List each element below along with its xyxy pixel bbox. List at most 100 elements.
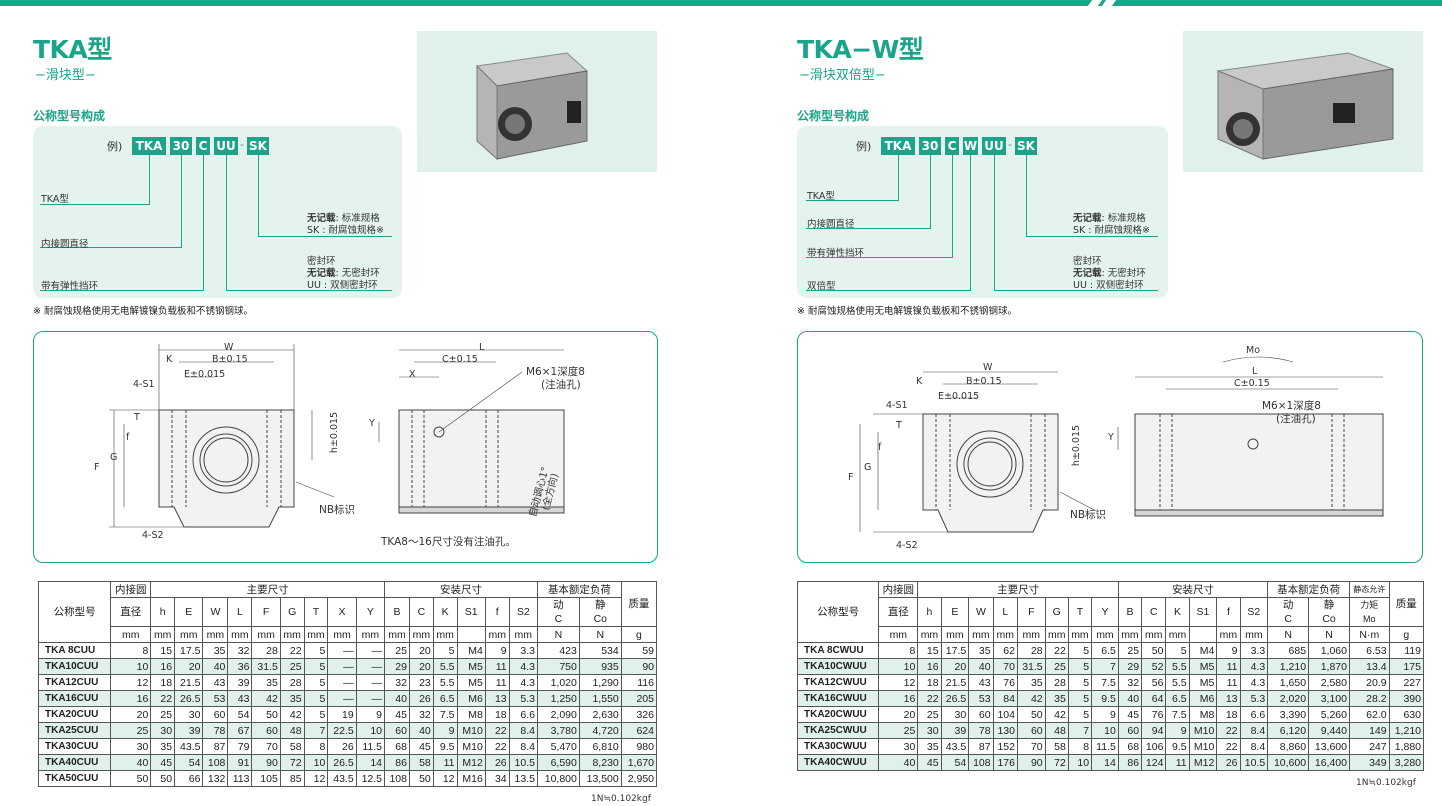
value-cell: 108	[968, 754, 994, 771]
note-standard: 无记载: 标准规格	[1073, 213, 1146, 224]
value-cell: 9	[1091, 706, 1119, 723]
value-cell: 52	[1141, 658, 1167, 675]
value-cell: 13.4	[1348, 658, 1390, 675]
value-cell: 8	[878, 642, 919, 659]
value-cell: 30	[110, 738, 152, 755]
table-header: G	[279, 597, 305, 627]
value-cell: 16,400	[1308, 754, 1350, 771]
value-cell: 10,600	[1267, 754, 1310, 771]
value-cell: 50	[408, 770, 434, 787]
table-header: K	[1165, 597, 1190, 627]
value-cell: 18	[917, 674, 942, 691]
note-uu: UU : 双侧密封环	[307, 280, 378, 291]
value-cell: 53	[202, 690, 229, 707]
value-cell: 94	[1141, 722, 1167, 739]
value-cell: 5	[1165, 642, 1190, 659]
value-cell: 72	[279, 754, 305, 771]
value-cell: 45	[150, 754, 176, 771]
value-cell: 8	[303, 738, 329, 755]
value-cell: 39	[174, 722, 204, 739]
value-cell: 3,280	[1388, 754, 1425, 771]
value-cell: 32	[227, 642, 253, 659]
value-cell: 60	[384, 722, 410, 739]
value-cell: 11	[1216, 674, 1241, 691]
value-cell: 36	[227, 658, 253, 675]
unit-cell: mm	[1067, 626, 1093, 643]
value-cell: 149	[1348, 722, 1390, 739]
value-cell: 9	[432, 722, 458, 739]
note-standard: 无记载: 标准规格	[307, 213, 380, 224]
value-cell: M4	[456, 642, 486, 659]
unit-cell: mm	[1091, 626, 1119, 643]
value-cell: 22	[150, 690, 176, 707]
value-cell: 5	[303, 674, 329, 691]
label-retaining-ring: 带有弹性挡环	[41, 281, 99, 292]
value-cell: 50	[1016, 706, 1046, 723]
unit-cell	[1188, 626, 1218, 643]
value-cell: 35	[1044, 690, 1069, 707]
value-cell: 68	[384, 738, 410, 755]
value-cell: 40	[1117, 690, 1143, 707]
value-cell: M5	[456, 674, 486, 691]
value-cell: 5.3	[508, 690, 538, 707]
unit-cell: N·m	[1348, 626, 1390, 643]
value-cell: M12	[456, 754, 486, 771]
value-cell: 13	[484, 690, 510, 707]
note-no-seal: 无记载: 无密封环	[1073, 268, 1146, 279]
value-cell: —	[355, 658, 386, 675]
value-cell: 11	[1165, 754, 1190, 771]
dimension-drawing: W B±0.15 K E±0.015 4-S1 T f F G h±0.015 …	[33, 331, 658, 563]
value-cell: 28.2	[1348, 690, 1390, 707]
note-seal-title: 密封环	[307, 256, 336, 267]
value-cell: 1,550	[578, 690, 622, 707]
value-cell: 90	[1016, 754, 1046, 771]
value-cell: 29	[384, 658, 410, 675]
value-cell: 10	[355, 722, 386, 739]
value-cell: 40	[202, 658, 229, 675]
value-cell: 60	[202, 706, 229, 723]
value-cell: 18	[484, 706, 510, 723]
value-cell: 91	[227, 754, 253, 771]
value-cell: 7	[303, 722, 329, 739]
value-cell: —	[327, 642, 357, 659]
table-header: K	[432, 597, 458, 627]
value-cell: 326	[620, 706, 658, 723]
model-cell: TKA40CUU	[37, 754, 112, 771]
value-cell: 3,780	[536, 722, 580, 739]
table-header: F	[1016, 597, 1046, 627]
top-accent-bar	[0, 0, 1442, 6]
value-cell: 20	[110, 706, 152, 723]
table-header: C	[1141, 597, 1167, 627]
value-cell: 8,860	[1267, 738, 1310, 755]
value-cell: 5	[1067, 674, 1093, 691]
page-subtitle: −滑块双倍型−	[799, 68, 886, 83]
value-cell: 6.5	[1165, 690, 1190, 707]
value-cell: 7	[1091, 658, 1119, 675]
value-cell: 630	[1388, 706, 1425, 723]
value-cell: 29	[1117, 658, 1143, 675]
value-cell: 13,500	[578, 770, 622, 787]
value-cell: 86	[384, 754, 410, 771]
value-cell: 980	[620, 738, 658, 755]
value-cell: 45	[917, 754, 942, 771]
label-retaining-ring: 带有弹性挡环	[807, 248, 865, 259]
table-header: f	[484, 597, 510, 627]
value-cell: 935	[578, 658, 622, 675]
value-cell: 40	[968, 658, 994, 675]
value-cell: 12	[110, 674, 152, 691]
value-cell: 9	[484, 642, 510, 659]
value-cell: 9.5	[1091, 690, 1119, 707]
value-cell: 9.5	[432, 738, 458, 755]
value-cell: 42	[1016, 690, 1046, 707]
value-cell: 6.5	[1091, 642, 1119, 659]
unit-cell: N	[578, 626, 622, 643]
value-cell: 54	[227, 706, 253, 723]
model-cell: TKA30CWUU	[796, 738, 880, 755]
unit-cell: mm	[508, 626, 538, 643]
table-header: h	[917, 597, 942, 627]
value-cell: 28	[1016, 642, 1046, 659]
